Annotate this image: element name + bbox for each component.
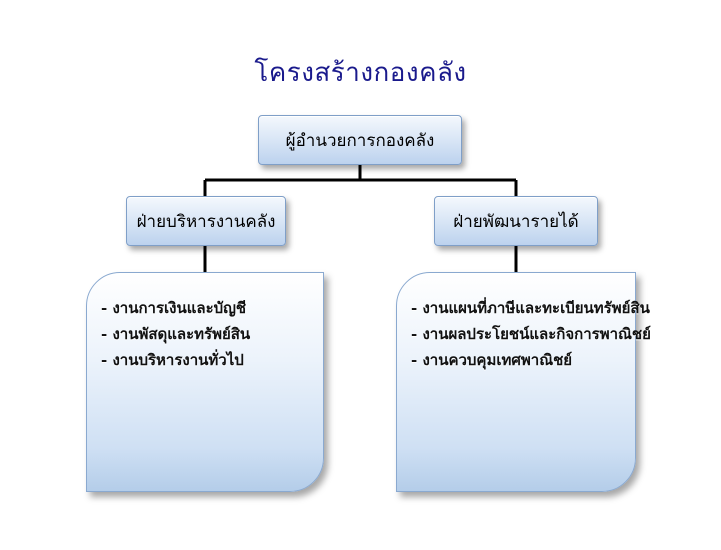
division-box-revenue: ฝ่ายพัฒนารายได้ (434, 196, 598, 246)
task-item: - งานผลประโยชน์และกิจการพาณิชย์ (411, 325, 651, 343)
division-label: ฝ่ายพัฒนารายได้ (453, 211, 579, 232)
chart-title: โครงสร้างกองคลัง (254, 58, 467, 88)
task-item: - งานพัสดุและทรัพย์สิน (101, 325, 251, 343)
task-panel-finance-admin: - งานการเงินและบัญชี - งานพัสดุและทรัพย์… (86, 272, 324, 492)
division-label: ฝ่ายบริหารงานคลัง (136, 211, 276, 232)
task-item: - งานการเงินและบัญชี (101, 299, 247, 317)
director-label: ผู้อำนวยการกองคลัง (285, 130, 435, 151)
director-box: ผู้อำนวยการกองคลัง (258, 115, 462, 165)
division-box-finance-admin: ฝ่ายบริหารงานคลัง (126, 196, 286, 246)
task-panel-revenue: - งานแผนที่ภาษีและทะเบียนทรัพย์สิน - งาน… (396, 272, 651, 492)
task-item: - งานแผนที่ภาษีและทะเบียนทรัพย์สิน (411, 299, 650, 317)
task-item: - งานบริหารงานทั่วไป (101, 351, 244, 369)
task-item: - งานควบคุมเทศพาณิชย์ (411, 351, 573, 369)
